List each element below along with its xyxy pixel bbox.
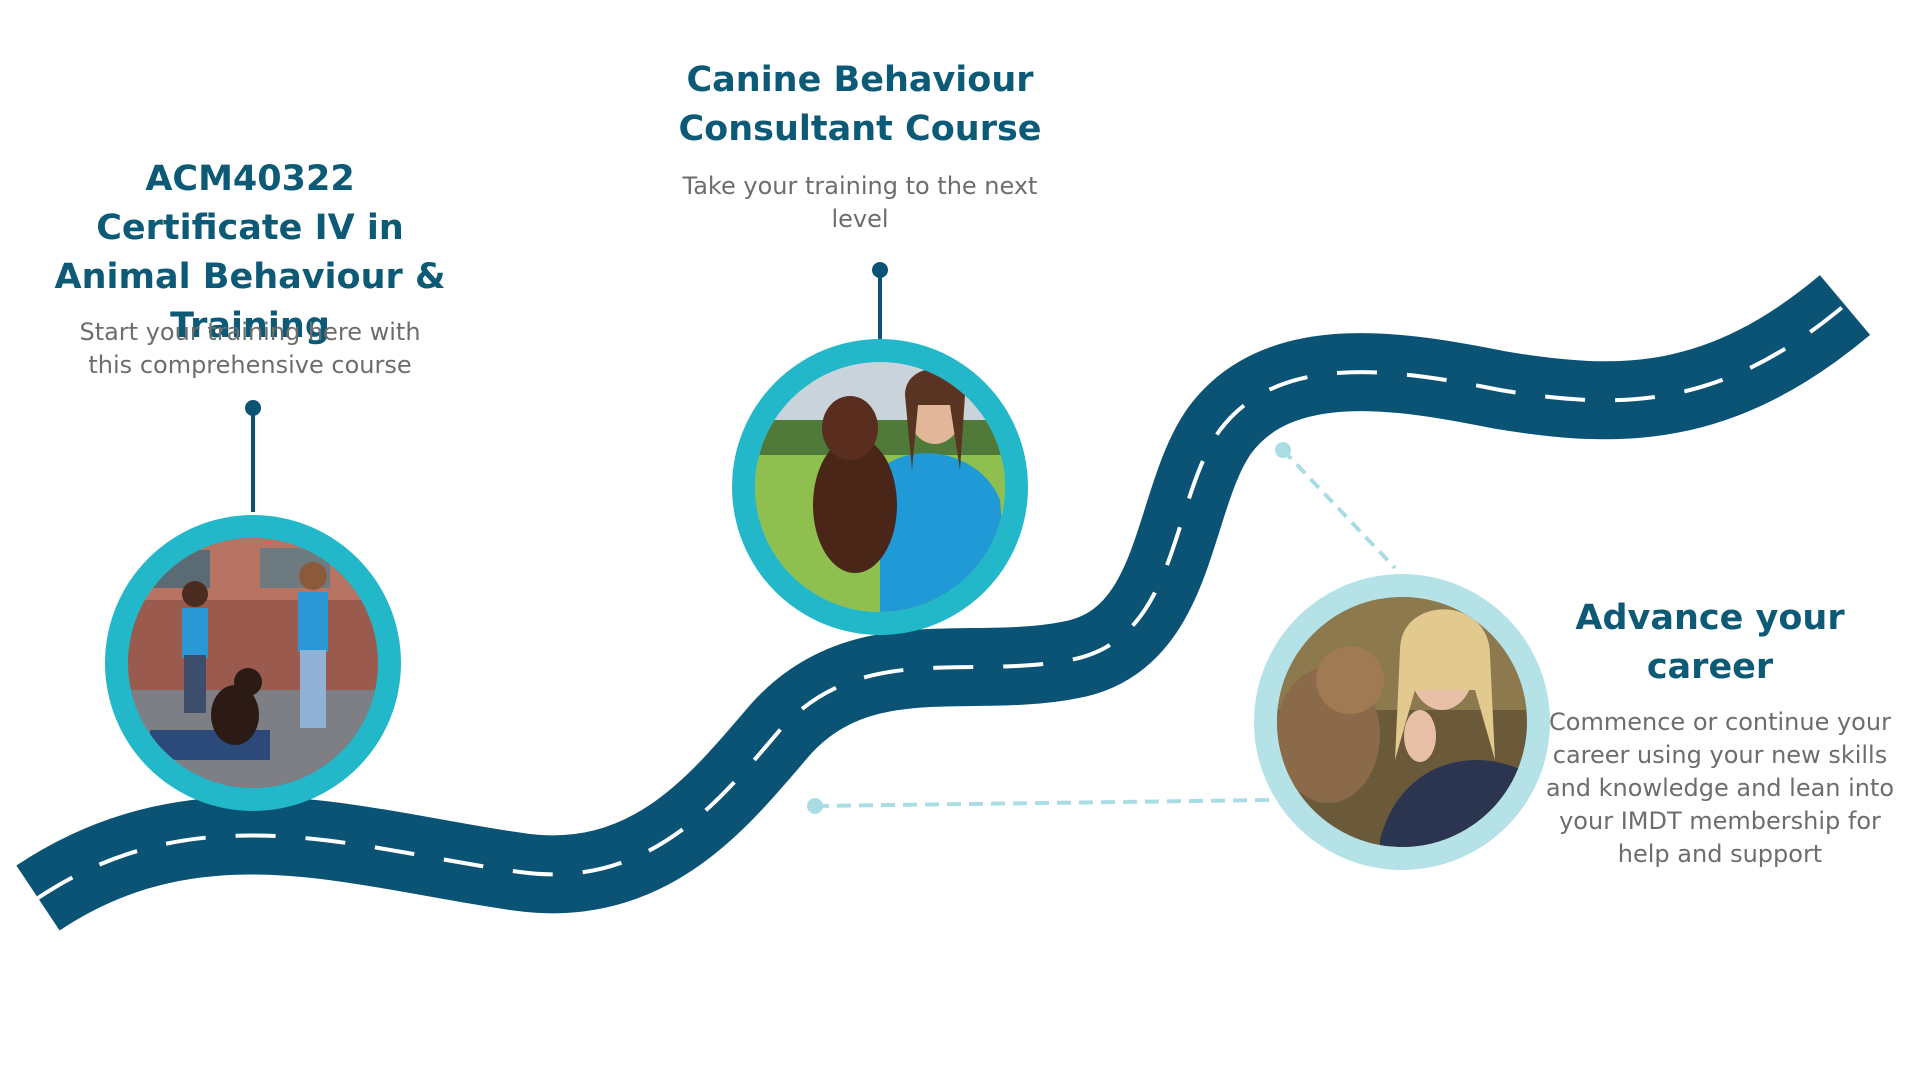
road	[16, 274, 1871, 931]
step-2-description: Take your training to the next level	[682, 172, 1038, 233]
connector-dot	[245, 400, 261, 416]
step-1-title: ACM40322 Certificate IV in Animal Behavi…	[54, 159, 446, 346]
step-3-description: Commence or continue your career using y…	[1545, 708, 1895, 868]
connector-step-2	[872, 262, 888, 340]
step-2-title: Canine Behaviour Consultant Course	[678, 60, 1042, 149]
step-2-photo	[732, 339, 1028, 635]
step-1-description: Start your training here with this compr…	[79, 318, 421, 379]
step-1-photo	[105, 515, 401, 811]
connector-step-3	[807, 442, 1397, 814]
connector-dot	[807, 798, 823, 814]
step-3-photo	[1254, 574, 1550, 870]
connector-dot	[872, 262, 888, 278]
connector-dot	[1275, 442, 1291, 458]
connector-step-1	[245, 400, 261, 512]
step-3-title: Advance your career	[1575, 598, 1845, 687]
road-center-dashes	[36, 303, 1847, 900]
